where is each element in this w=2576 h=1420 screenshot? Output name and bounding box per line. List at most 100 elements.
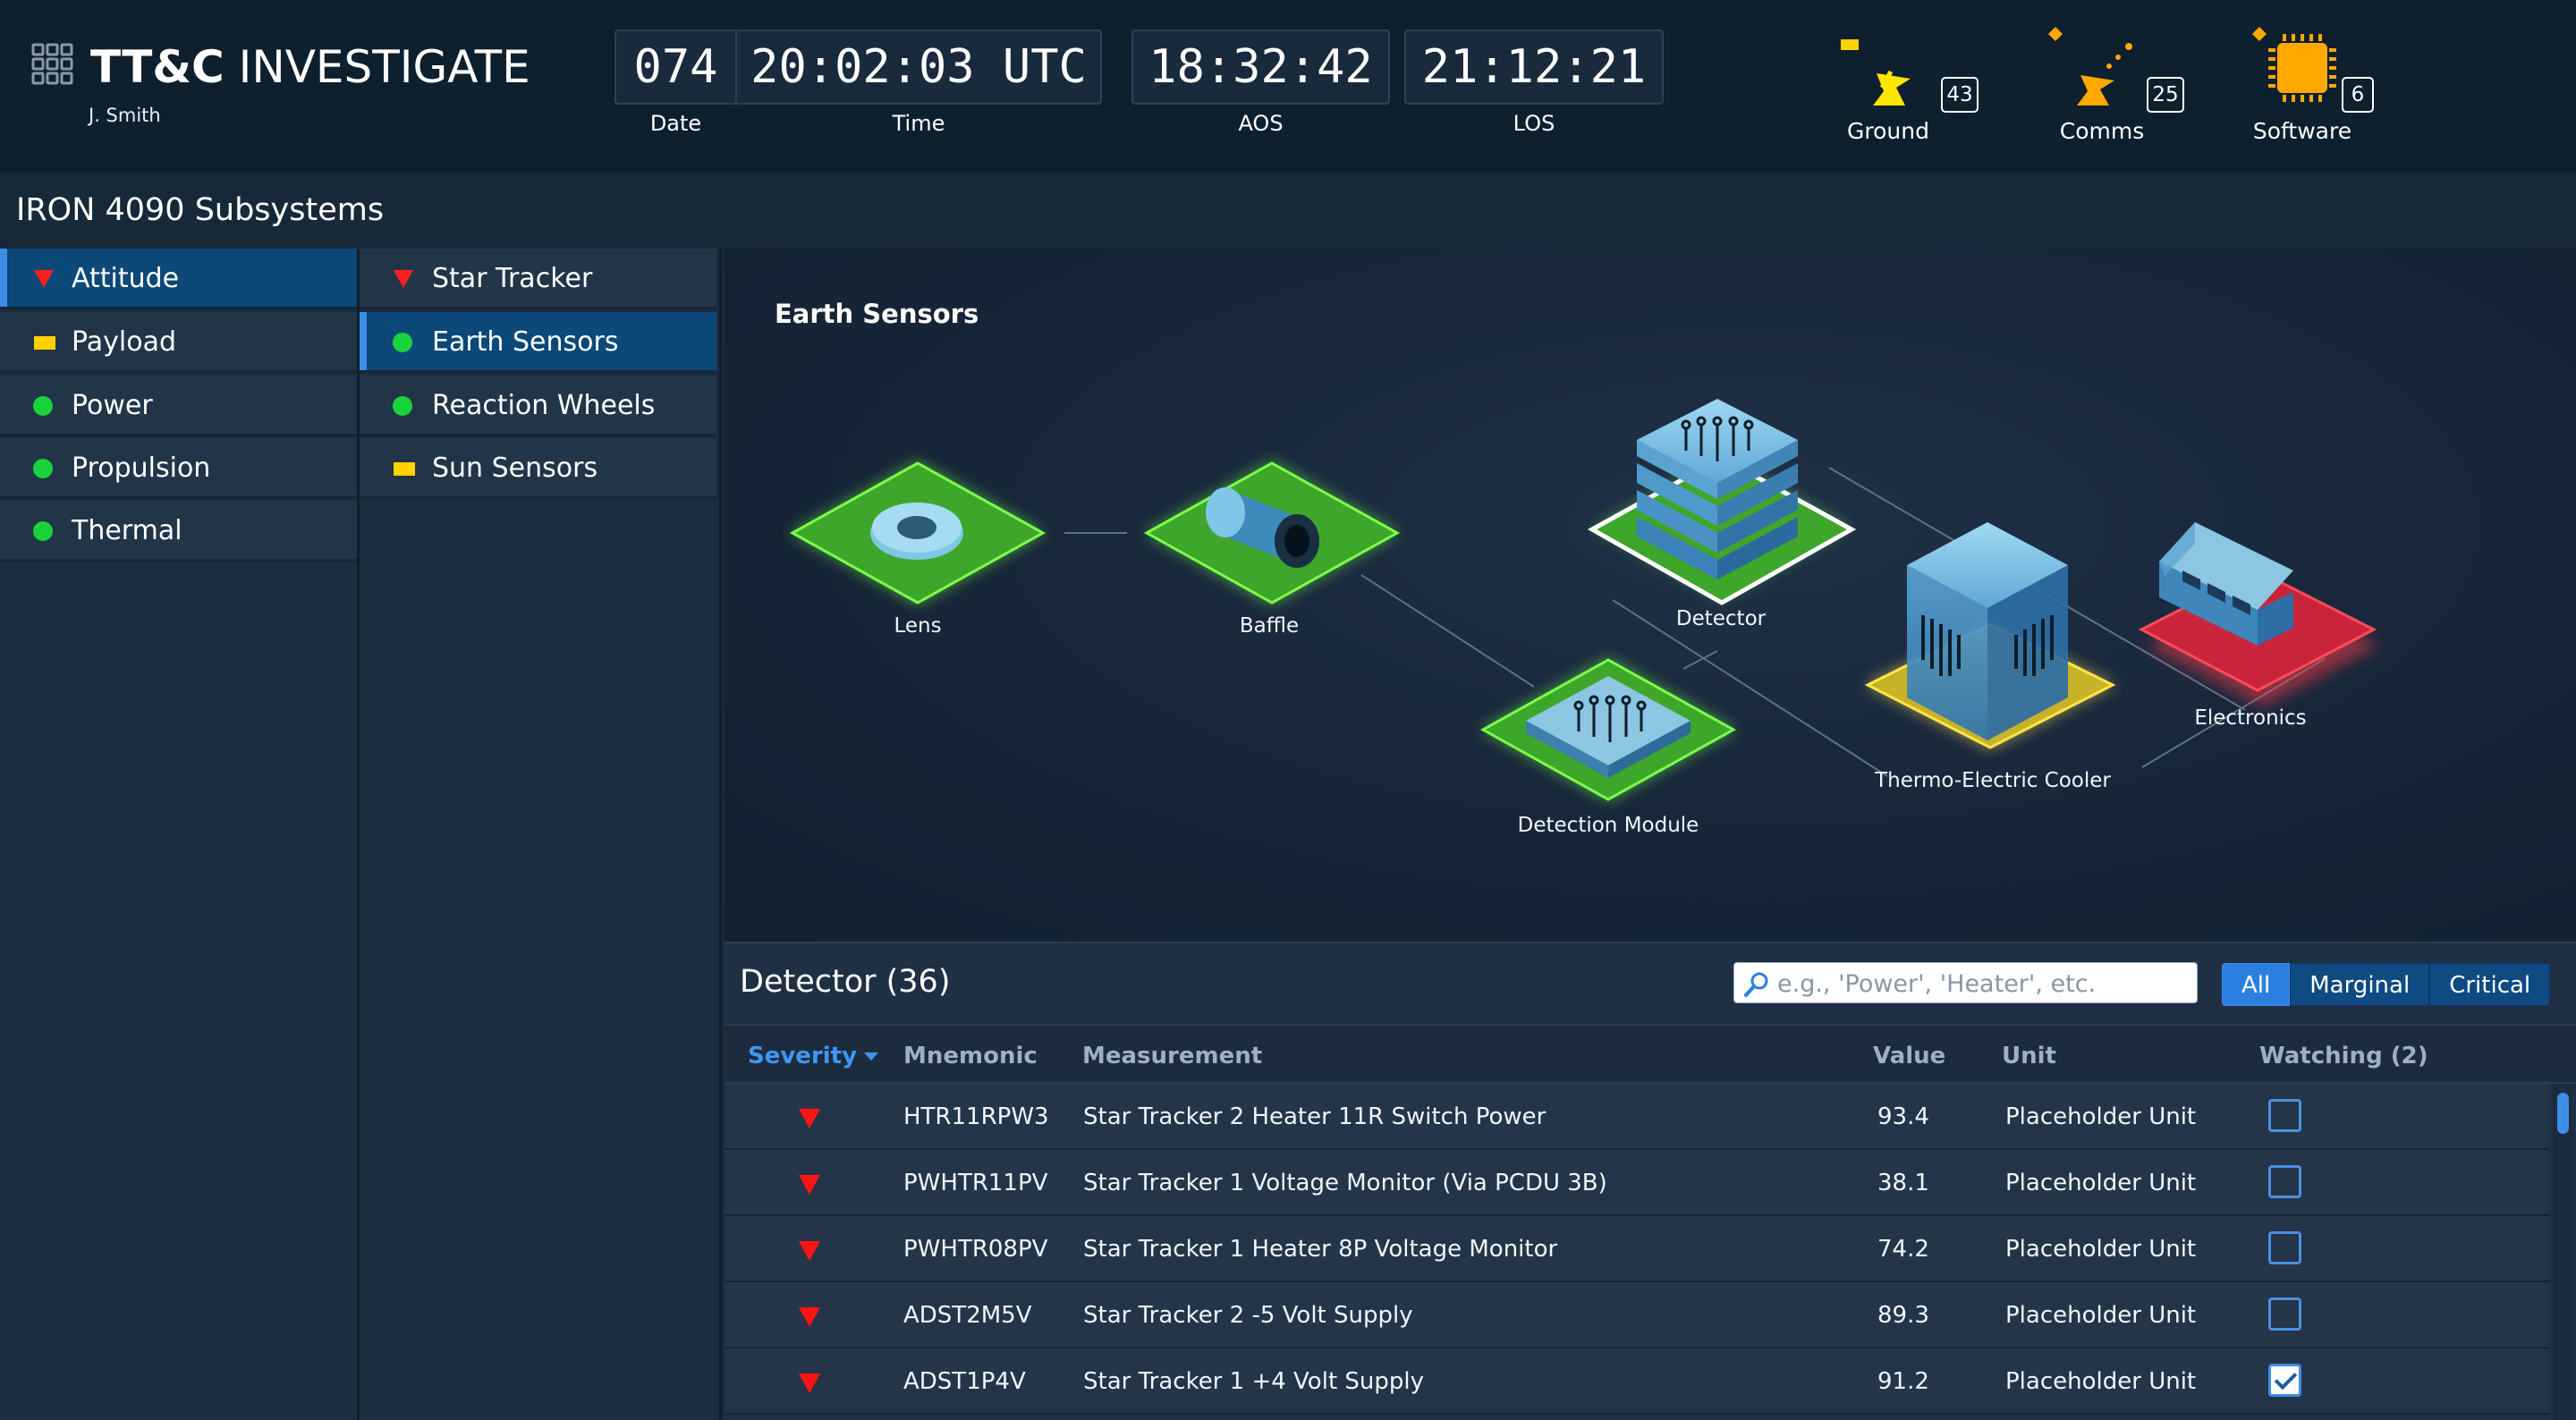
- component-label: Reaction Wheels: [432, 390, 656, 421]
- ground-antenna-icon: [1841, 39, 1911, 106]
- date-clock: 074: [614, 30, 737, 105]
- marginal-status-icon: [394, 462, 415, 476]
- scrollbar-thumb[interactable]: [2557, 1093, 2569, 1134]
- search-icon: [1744, 972, 1768, 997]
- value-cell: 74.2: [1877, 1236, 1929, 1263]
- unit-cell: Placeholder Unit: [2005, 1302, 2197, 1329]
- component-item-sun-sensors[interactable]: Sun Sensors: [360, 438, 716, 499]
- critical-severity-icon: [799, 1109, 820, 1128]
- value-column-header[interactable]: Value: [1873, 1043, 1946, 1069]
- app-grid-icon[interactable]: [31, 43, 74, 86]
- component-list: Star Tracker Earth Sensors Reaction Whee…: [360, 249, 722, 1420]
- detector-label: Detector: [1675, 607, 1767, 630]
- subsystem-label: Payload: [72, 326, 176, 358]
- baffle-label: Baffle: [1239, 614, 1300, 638]
- mnemonic-column-header[interactable]: Mnemonic: [903, 1043, 1038, 1069]
- app-title-light: INVESTIGATE: [238, 41, 530, 93]
- mnemonic-cell: HTR11RPW3: [903, 1103, 1049, 1130]
- watch-checkbox[interactable]: [2268, 1165, 2301, 1198]
- top-bar: TT&C INVESTIGATE J. Smith 074 20:02:03 U…: [0, 0, 2576, 173]
- marginal-status-icon: [34, 336, 55, 350]
- user-name[interactable]: J. Smith: [89, 105, 161, 126]
- aos-label: AOS: [1238, 111, 1284, 136]
- filter-critical-button[interactable]: Critical: [2429, 963, 2551, 1006]
- critical-status-icon: [34, 270, 54, 288]
- search-input[interactable]: [1777, 967, 2189, 1001]
- normal-status-icon: [393, 396, 412, 416]
- subsystem-item-power[interactable]: Power: [0, 376, 357, 436]
- measurement-cell: Star Tracker 1 +4 Volt Supply: [1083, 1368, 1424, 1395]
- subsystem-label: Power: [72, 390, 153, 421]
- table-row[interactable]: HTR11RPW3 Star Tracker 2 Heater 11R Swit…: [724, 1084, 2549, 1150]
- measurement-cell: Star Tracker 2 Heater 11R Switch Power: [1083, 1103, 1546, 1130]
- critical-severity-icon: [799, 1175, 820, 1195]
- measurement-column-header[interactable]: Measurement: [1082, 1043, 1263, 1069]
- component-diagram: Earth Sensors Lens Baffle Detector Detec…: [724, 249, 2576, 942]
- component-item-reaction-wheels[interactable]: Reaction Wheels: [360, 376, 716, 436]
- table-header: Severity Mnemonic Measurement Value Unit…: [724, 1024, 2576, 1084]
- mnemonic-cell: PWHTR08PV: [903, 1236, 1048, 1263]
- component-item-star-tracker[interactable]: Star Tracker: [360, 249, 716, 309]
- value-cell: 91.2: [1877, 1368, 1929, 1395]
- value-cell: 89.3: [1877, 1302, 1929, 1329]
- table-row[interactable]: ADST2M5V Star Tracker 2 -5 Volt Supply 8…: [724, 1282, 2549, 1348]
- subsystem-item-propulsion[interactable]: Propulsion: [0, 438, 357, 499]
- monitor-software[interactable]: 6 Software: [2245, 18, 2374, 152]
- unit-column-header[interactable]: Unit: [2002, 1043, 2056, 1069]
- comms-label: Comms: [2059, 118, 2145, 144]
- watching-column-header[interactable]: Watching (2): [2259, 1043, 2428, 1069]
- detector-node[interactable]: [1587, 399, 1857, 605]
- mnemonic-cell: ADST2M5V: [903, 1302, 1032, 1329]
- subsystem-item-thermal[interactable]: Thermal: [0, 501, 357, 562]
- sort-caret-icon: [864, 1052, 879, 1061]
- value-cell: 38.1: [1877, 1170, 1929, 1196]
- los-clock: 21:12:21: [1404, 30, 1664, 105]
- normal-status-icon: [33, 459, 53, 478]
- detection-module-node[interactable]: [1479, 658, 1737, 801]
- table-body: HTR11RPW3 Star Tracker 2 Heater 11R Swit…: [724, 1084, 2549, 1420]
- severity-column-header[interactable]: Severity: [748, 1043, 879, 1069]
- table-title: Detector (36): [740, 964, 951, 1000]
- subsystem-list: Attitude Payload Power Propulsion Therma…: [0, 249, 360, 1420]
- component-label: Earth Sensors: [432, 326, 619, 358]
- page-title: IRON 4090 Subsystems: [16, 192, 385, 228]
- watch-checkbox[interactable]: [2268, 1297, 2301, 1331]
- subsystem-label: Propulsion: [72, 452, 211, 484]
- watch-checkbox-checked[interactable]: [2268, 1364, 2301, 1397]
- filter-all-button[interactable]: All: [2222, 963, 2291, 1006]
- baffle-node[interactable]: [1143, 461, 1401, 604]
- severity-filter: All Marginal Critical: [2222, 963, 2551, 1006]
- measurement-cell: Star Tracker 2 -5 Volt Supply: [1083, 1302, 1413, 1329]
- comms-antenna-icon: [2048, 27, 2132, 106]
- filter-marginal-button[interactable]: Marginal: [2290, 963, 2430, 1006]
- critical-severity-icon: [799, 1307, 820, 1327]
- thermo-electric-cooler-node[interactable]: [1864, 522, 2116, 749]
- comms-count: 25: [2147, 77, 2184, 113]
- normal-status-icon: [33, 521, 53, 541]
- time-label: Time: [892, 111, 945, 136]
- table-row[interactable]: ADST1P4V Star Tracker 1 +4 Volt Supply 9…: [724, 1348, 2549, 1415]
- subsystem-item-attitude[interactable]: Attitude: [0, 249, 357, 309]
- monitor-ground[interactable]: 43 Ground: [1841, 18, 1979, 152]
- software-label: Software: [2252, 118, 2352, 144]
- table-scrollbar[interactable]: [2553, 1084, 2572, 1420]
- lens-label: Lens: [894, 614, 942, 638]
- electronics-node[interactable]: [2138, 522, 2379, 706]
- watch-checkbox[interactable]: [2268, 1099, 2301, 1132]
- component-item-earth-sensors[interactable]: Earth Sensors: [360, 312, 716, 373]
- lens-node[interactable]: [789, 461, 1046, 604]
- los-label: LOS: [1513, 111, 1555, 136]
- aos-clock: 18:32:42: [1131, 30, 1390, 105]
- unit-cell: Placeholder Unit: [2005, 1103, 2197, 1130]
- date-label: Date: [649, 111, 702, 136]
- critical-status-icon: [394, 270, 413, 288]
- component-label: Sun Sensors: [432, 452, 598, 484]
- table-row[interactable]: PWHTR08PV Star Tracker 1 Heater 8P Volta…: [724, 1216, 2549, 1282]
- electronics-label: Electronics: [2194, 706, 2307, 730]
- watch-checkbox[interactable]: [2268, 1231, 2301, 1264]
- monitor-comms[interactable]: 25 Comms: [2046, 18, 2184, 152]
- page-title-bar: IRON 4090 Subsystems: [0, 173, 2576, 249]
- table-row[interactable]: PWHTR11PV Star Tracker 1 Voltage Monitor…: [724, 1150, 2549, 1216]
- critical-severity-icon: [799, 1374, 820, 1393]
- subsystem-item-payload[interactable]: Payload: [0, 312, 357, 373]
